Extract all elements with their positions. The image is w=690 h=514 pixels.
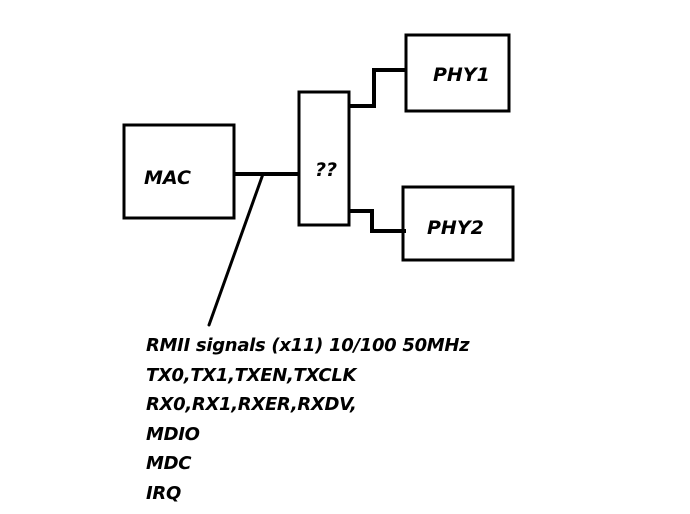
mux-to-phy1-wire xyxy=(348,68,407,108)
mac-block: MAC xyxy=(122,123,236,220)
mac-label: MAC xyxy=(144,167,191,189)
note-line: RMII signals (x11) 10/100 50MHz xyxy=(146,335,470,356)
phy2-block: PHY2 xyxy=(401,185,515,262)
note-line: RX0,RX1,RXER,RXDV, xyxy=(146,394,357,415)
phy2-label: PHY2 xyxy=(427,217,484,239)
note-line: TX0,TX1,TXEN,TXCLK xyxy=(146,364,357,386)
note-line: MDC xyxy=(146,453,192,474)
note-line: MDIO xyxy=(146,423,200,445)
note-line: IRQ xyxy=(146,482,181,504)
mux-to-phy2-wire xyxy=(348,209,406,233)
phy1-block: PHY1 xyxy=(404,33,511,113)
phy1-label: PHY1 xyxy=(433,64,490,86)
annotation-pointer-line xyxy=(207,172,265,327)
mux-block: ?? xyxy=(297,90,351,227)
rmii-signal-notes: RMII signals (x11) 10/100 50MHz TX0,TX1,… xyxy=(146,331,470,508)
mux-label: ?? xyxy=(315,159,337,181)
